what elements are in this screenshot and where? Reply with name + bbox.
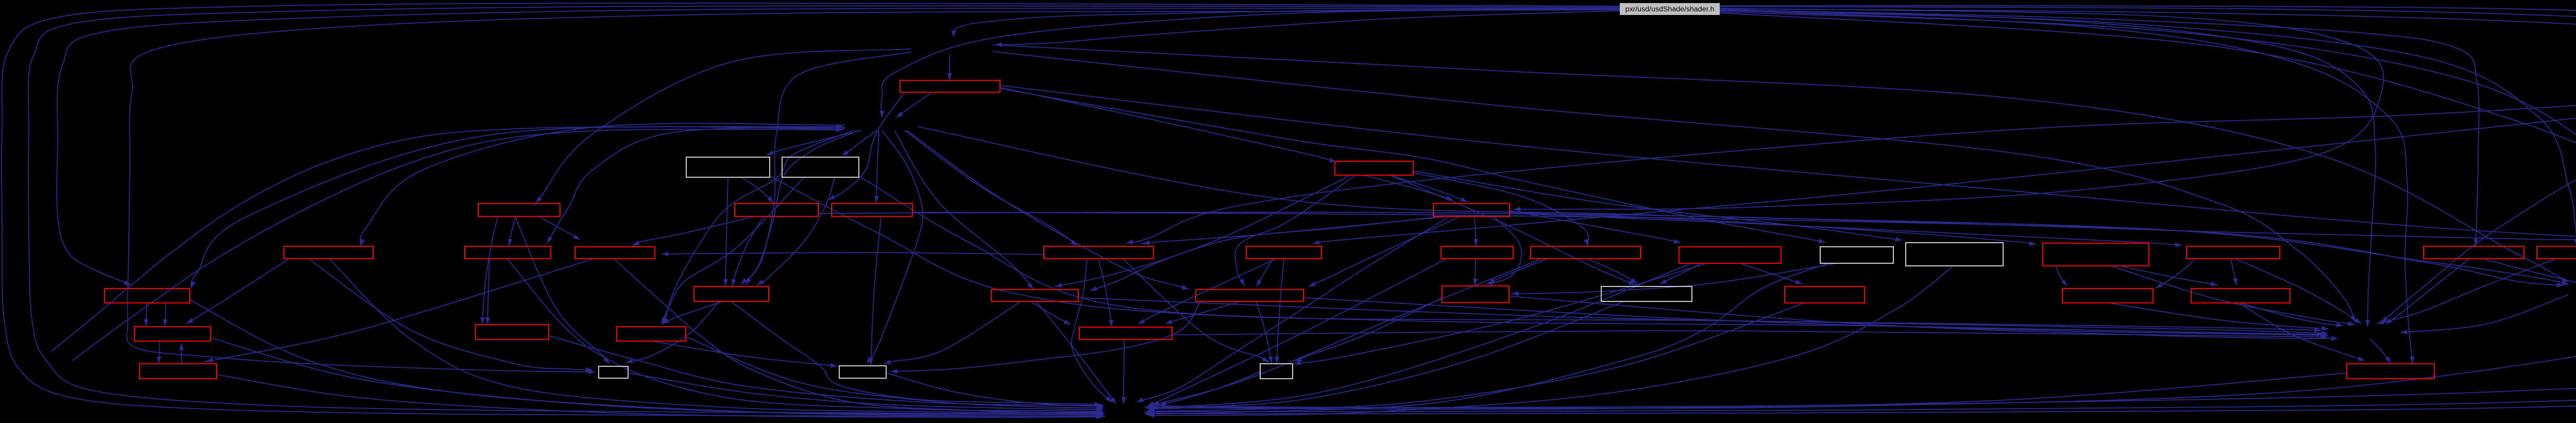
svg-text:pxr/usd/usdShade/shader.h: pxr/usd/usdShade/shader.h — [1625, 5, 1715, 13]
